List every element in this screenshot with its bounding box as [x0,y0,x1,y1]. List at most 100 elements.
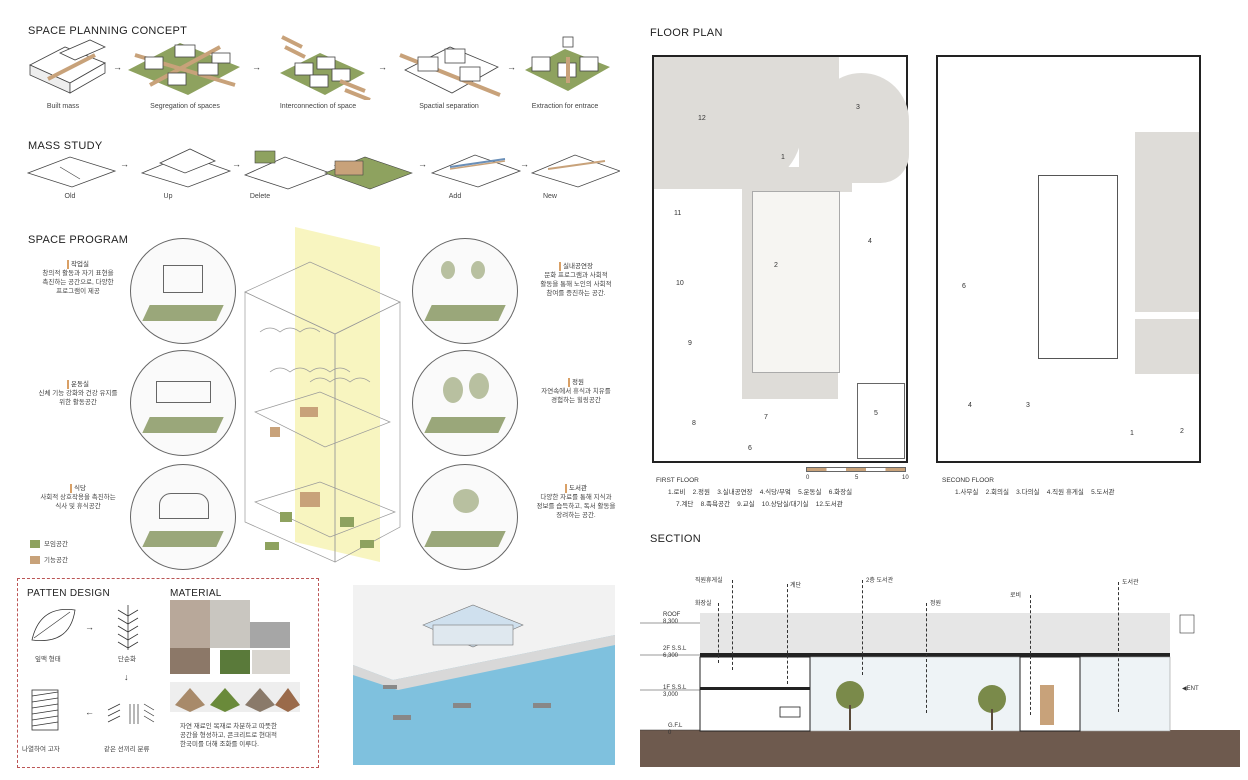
material-description: 자연 재료인 목재로 차분하고 따뜻한 공간을 형성하고, 콘크리트로 현대적 … [180,723,277,748]
gym-desc: 신체 기능 강화와 건강 유지를 위한 활동공간 [38,390,118,406]
section-drawing [640,613,1240,767]
sf-room-2: 2 [1180,428,1184,435]
first-floor-legend-2: 7.계단 8.족욕공간 9.교실 10.상담실/대기실 12.도서관 [676,501,843,508]
svg-text:→: → [507,62,516,72]
space-planning-heading: SPACE PLANNING CONCEPT [28,25,188,37]
workroom-text: 작업실 창의적 활동과 자기 표현을 촉진하는 공간으로, 다양한 프로그램이 … [28,260,128,296]
garden-circle [412,350,518,456]
first-floor-legend-1: 1.로비 2.정원 3.실내공연장 4.식당/부엌 5.운동실 6.화장실 [668,489,853,496]
step-segregation: Segregation of spaces [150,103,220,110]
sf-room-3: 3 [1026,402,1030,409]
svg-text:↓: ↓ [124,672,129,682]
garden-text: 정원 자연속에서 휴식과 치유를 경험하는 힐링공간 [526,378,626,405]
library-desc: 다양한 자료를 통해 지식과 정보를 습득하고, 독서 활동을 장려하는 공간. [536,494,616,519]
level-2f: 2F S.S.L 6,300 [663,646,686,660]
mass-study-heading: MASS STUDY [28,140,103,152]
leader-stairs [787,584,788,684]
step-interconnection: Interconnection of space [279,103,357,110]
ff-room-11: 11 [674,210,682,217]
pattern-design-heading: PATTEN DESIGN [27,588,110,599]
section-label-lobby: 로비 [1010,593,1022,599]
mass-old: Old [64,193,76,200]
level-roof-value: 8,300 [663,619,679,625]
svg-text:→: → [418,159,427,169]
entrance-text: ENT [1186,686,1199,692]
interconnection-diagram [280,35,371,100]
legend-assembly-label: 모임공간 [44,541,68,548]
section-label-library: 도서관 [1122,580,1139,586]
second-floor-title: SECOND FLOOR [942,477,995,484]
indoor-hall-circle [412,238,518,344]
garden-desc: 자연속에서 휴식과 치유를 경험하는 힐링공간 [541,388,611,404]
pattern-leaf-label: 잎맥 형태 [35,656,61,663]
section-label-2f-library: 2층 도서관 [866,578,894,584]
ff-room-9: 9 [688,340,692,347]
dining-text: 식당 사회적 상호작용을 촉진하는 식사 및 휴식공간 [26,484,130,511]
legend-assembly-swatch [30,540,40,548]
legend-function-label: 기능공간 [44,557,68,564]
section-label-toilet: 화장실 [695,601,712,607]
ff-room-12: 12 [698,115,706,122]
garden-court [752,191,840,373]
workroom-circle [130,238,236,344]
dining-title: 식당 [70,484,86,493]
indoor-hall-title: 실내공연장 [559,262,593,271]
extraction-diagram [525,36,610,91]
mass-study-diagrams: → → → → → [26,148,620,190]
mass-add: Add [448,193,462,200]
workroom-desc: 창의적 활동과 자기 표현을 촉진하는 공간으로, 다양한 프로그램이 제공 [42,270,114,295]
level-2f-label: 2F S.S.L [663,646,687,652]
ff-room-7: 7 [764,414,768,421]
gym-room [857,383,905,459]
step-extraction: Extraction for entrace [531,103,599,110]
leader-garden [926,603,927,713]
leader-lobby [1030,595,1031,715]
ff-room-5: 5 [874,410,878,417]
svg-text:←: ← [85,707,94,717]
mass-new: New [542,193,557,200]
ff-room-10: 10 [676,280,684,287]
section-label-stairs: 계단 [790,583,802,589]
level-roof: ROOF 8,300 [663,612,680,626]
section-label-staff-lounge: 직원휴게실 [695,578,723,584]
leader-library [1118,582,1119,712]
section-heading: SECTION [650,533,701,545]
dining-circle [130,464,236,570]
mass-up: Up [163,193,173,200]
leader-toilet [718,603,719,663]
svg-text:→: → [252,62,261,72]
step-separation: Spactial separation [419,103,479,110]
legend-function-swatch [30,556,40,564]
atrium-outline [1038,175,1118,359]
ff-room-4: 4 [868,238,872,245]
level-1f-label: 1F S.S.L [663,685,687,691]
second-floor-legend: 1.사무실 2.회의실 3.다의실 4.직원 휴게실 5.도서관 [955,489,1115,496]
gym-title: 운동실 [67,380,89,389]
gym-circle [130,350,236,456]
leader-2f-library [862,580,863,675]
scale-0: 0 [806,475,810,481]
level-gl: G.F.L 0 [668,723,682,737]
section-label-garden: 정원 [930,601,942,607]
second-floor-plan [936,55,1201,463]
indoor-hall-text: 실내공연장 문화 프로그램과 사회적 활동을 통해 노인의 사회적 참여를 증진… [526,262,626,298]
sf-room-4: 4 [968,402,972,409]
level-2f-value: 6,300 [663,653,679,659]
svg-text:→: → [378,62,387,72]
pattern-simplify-label: 단순화 [118,656,136,663]
svg-text:→: → [232,159,241,169]
pattern-material-box [17,578,319,768]
space-program-heading: SPACE PROGRAM [28,234,129,246]
first-floor-plan [652,55,909,463]
leader-staff-lounge [732,580,733,670]
library-text: 도서관 다양한 자료를 통해 지식과 정보를 습득하고, 독서 활동을 장려하는… [524,484,628,520]
pattern-separate-label: 같은 선끼리 분류 [104,746,150,753]
pattern-arrange-label: 나열하여 고자 [22,746,60,753]
sf-room-1: 1 [1130,430,1134,437]
level-1f: 1F S.S.L 3,000 [663,685,686,699]
material-heading: MATERIAL [170,588,222,599]
garden-title: 정원 [568,378,584,387]
pattern-drawings: → ↓ ← [31,605,155,731]
aerial-render [353,585,615,765]
library-circle [412,464,518,570]
